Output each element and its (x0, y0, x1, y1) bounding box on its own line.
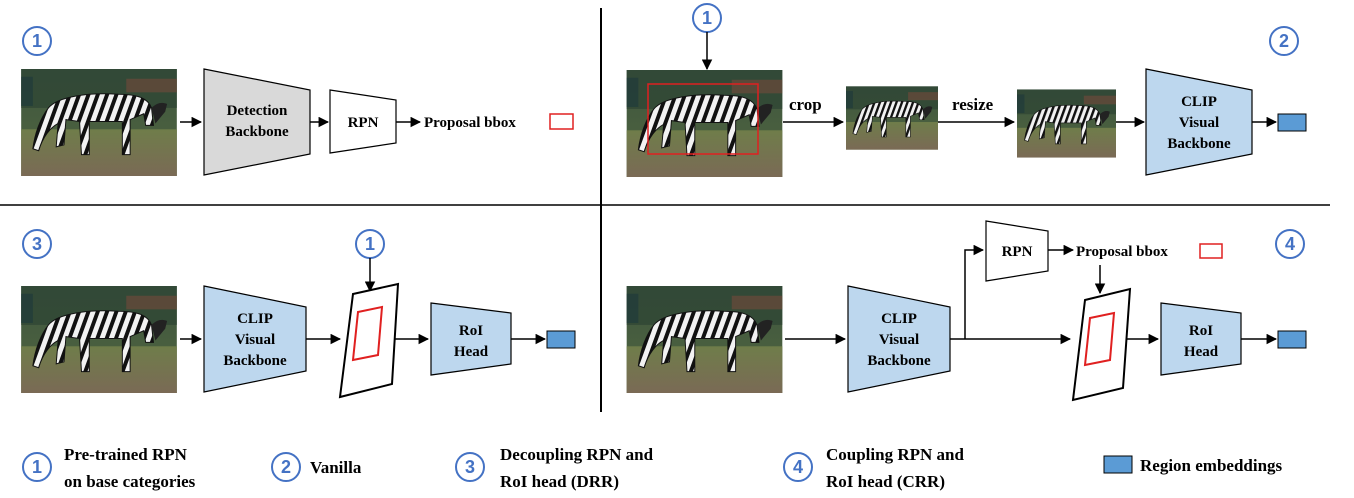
crop-label: crop (789, 95, 822, 114)
region-embedding-icon (1277, 113, 1307, 132)
proposal-bbox-label: Proposal bbox (1076, 244, 1168, 260)
legend-item-3: 3 Decoupling RPN and RoI head (DRR) (455, 445, 654, 491)
detection-backbone-block: Detection Backbone (203, 68, 311, 176)
svg-text:Region embeddings: Region embeddings (1140, 456, 1283, 475)
region-embedding-icon (1103, 455, 1133, 474)
svg-text:RoI head (DRR): RoI head (DRR) (500, 472, 619, 491)
panel-2-input-badge: 1 (692, 3, 722, 33)
zebra-photo (20, 286, 178, 393)
panel-1-pretrained-rpn: 1 Detection Backbone RPN Proposal bbox (20, 26, 574, 176)
legend-item-4: 4 Coupling RPN and RoI head (CRR) (783, 445, 964, 491)
feature-map-roi (338, 282, 400, 399)
clip-visual-backbone-block: CLIP Visual Backbone (203, 285, 307, 393)
svg-text:RoI: RoI (1189, 323, 1213, 339)
svg-text:RoI: RoI (459, 323, 483, 339)
proposal-bbox-label: Proposal bbox (424, 115, 516, 131)
proposal-bbox-icon (1199, 243, 1223, 259)
svg-text:Pre-trained RPN: Pre-trained RPN (64, 445, 188, 464)
svg-text:Visual: Visual (879, 332, 919, 348)
zebra-photo (20, 69, 178, 176)
rpn-block: RPN (329, 89, 397, 154)
svg-text:4: 4 (793, 457, 803, 477)
svg-text:CLIP: CLIP (1181, 94, 1217, 110)
legend-item-2: 2 Vanilla (271, 452, 362, 482)
svg-text:2: 2 (1279, 31, 1289, 51)
svg-text:Head: Head (1184, 344, 1219, 360)
legend-item-1: 1 Pre-trained RPN on base categories (22, 445, 196, 491)
svg-text:CLIP: CLIP (881, 311, 917, 327)
svg-text:Vanilla: Vanilla (310, 458, 362, 477)
svg-text:2: 2 (281, 457, 291, 477)
clip-visual-backbone-block: CLIP Visual Backbone (847, 285, 951, 393)
svg-text:RoI head (CRR): RoI head (CRR) (826, 472, 945, 491)
legend-item-embeddings: Region embeddings (1103, 455, 1283, 475)
svg-text:Decoupling RPN and: Decoupling RPN and (500, 445, 654, 464)
panel-3-drr: 3 CLIP Visual Backbone 1 RoI Head (20, 229, 576, 399)
arrow-icon (964, 244, 985, 339)
svg-text:1: 1 (32, 31, 42, 51)
roi-head-block: RoI Head (430, 302, 512, 376)
svg-text:RPN: RPN (1002, 244, 1033, 260)
svg-text:Head: Head (454, 344, 489, 360)
panel-4-crr: CLIP Visual Backbone RPN Proposal bbox R… (626, 220, 1307, 402)
zebra-photo (626, 286, 783, 393)
proposal-bbox-icon (549, 113, 574, 130)
crop-bbox (647, 83, 759, 155)
zebra-photo (626, 70, 783, 177)
svg-text:1: 1 (702, 8, 712, 28)
feature-map-roi (1071, 287, 1132, 402)
rpn-block: RPN (985, 220, 1049, 282)
region-embedding-icon (546, 330, 576, 349)
svg-text:Visual: Visual (1179, 115, 1219, 131)
clip-visual-backbone-block: CLIP Visual Backbone (1145, 68, 1253, 176)
svg-text:4: 4 (1285, 234, 1295, 254)
roi-head-block: RoI Head (1160, 302, 1242, 376)
svg-text:Backbone: Backbone (223, 353, 287, 369)
panel-2-vanilla: 1 crop resize CLIP Visual Backbone 2 (626, 3, 1307, 177)
panel-1-badge: 1 (22, 26, 52, 56)
legend: 1 Pre-trained RPN on base categories 2 V… (22, 445, 1283, 491)
svg-text:Visual: Visual (235, 332, 275, 348)
panel-2-badge: 2 (1269, 26, 1299, 56)
svg-text:Coupling RPN and: Coupling RPN and (826, 445, 964, 464)
svg-text:Backbone: Backbone (225, 124, 289, 140)
panel-4-badge: 4 (1275, 229, 1305, 259)
svg-text:Backbone: Backbone (1167, 136, 1231, 152)
zebra-photo-cropped (846, 86, 938, 150)
svg-text:CLIP: CLIP (237, 311, 273, 327)
svg-text:3: 3 (32, 234, 42, 254)
region-embedding-icon (1277, 330, 1307, 349)
svg-text:3: 3 (465, 457, 475, 477)
panel-3-badge: 3 (22, 229, 52, 259)
svg-text:1: 1 (32, 457, 42, 477)
panel-3-input-badge: 1 (355, 229, 385, 259)
svg-text:1: 1 (365, 234, 375, 254)
resize-label: resize (952, 95, 994, 114)
svg-text:Detection: Detection (227, 103, 288, 119)
svg-text:on base categories: on base categories (64, 472, 196, 491)
zebra-photo-resized (1017, 88, 1116, 159)
svg-text:Backbone: Backbone (867, 353, 931, 369)
svg-text:RPN: RPN (348, 115, 379, 131)
